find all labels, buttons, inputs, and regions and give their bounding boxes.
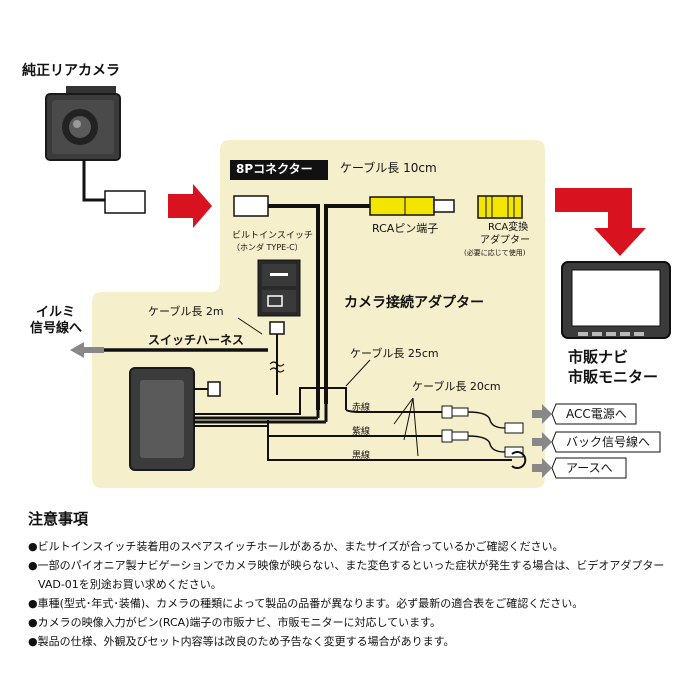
acc-arrow [532, 404, 552, 424]
red-arrow-down [555, 188, 646, 256]
acc-destination: ACC電源へ [566, 407, 627, 421]
monitor-icon [561, 261, 671, 339]
note-line: VAD-01を別途お買い求めください。 [38, 578, 222, 591]
earth-label-box [551, 457, 627, 479]
camera-plug [104, 190, 146, 214]
nav-label-1: 市販ナビ [568, 348, 629, 366]
note-line: ●車種(型式･年式･装備)、カメラの種類によって製品の品番が異なります。必ず最新… [28, 597, 584, 610]
notes-title: 注意事項 [28, 510, 89, 528]
note-line: ●ビルトインスイッチ装着用のスペアスイッチホールがあるか、またサイズが合っている… [28, 540, 564, 553]
rca-converter-note: (必要に応じて使用) [464, 249, 526, 257]
earth-arrow [532, 458, 552, 478]
red-arrow-right [168, 184, 212, 228]
wires-cable-length: ケーブル長 20cm [412, 380, 501, 393]
back-label-box [551, 431, 661, 453]
note-line: ●カメラの映像入力がピン(RCA)端子の市販ナビ、市販モニターに対応しています。 [28, 616, 442, 629]
8p-label-box [230, 160, 328, 180]
earth-destination: アースへ [566, 461, 613, 475]
rca-converter [477, 195, 523, 219]
notes-section: 注意事項 ●ビルトインスイッチ装着用のスペアスイッチホールがあるか、またサイズが… [28, 508, 688, 651]
back-destination: バック信号線へ [566, 435, 651, 449]
wire-red-label: 赤線 [352, 403, 371, 413]
switch-harness-label: スイッチハーネス [148, 333, 245, 347]
adapter-title: カメラ接続アダプター [344, 295, 484, 311]
acc-label-box [551, 403, 637, 425]
rca-pin-label: RCAピン端子 [372, 222, 439, 235]
switch-plug [269, 321, 285, 335]
note-line: ●製品の仕様、外観及びセット内容等は改良のため予告なく変更する場合があります。 [28, 635, 455, 648]
builtin-switch-sub: （ホンダ TYPE-C） [232, 243, 303, 252]
note-line: ●一部のパイオニア製ナビゲーションでカメラ映像が映らない、また変色するといった症… [28, 559, 665, 572]
8p-connector-label: 8Pコネクター [236, 162, 313, 176]
rca-converter-l2: アダプター [480, 235, 530, 246]
rca-pin-plug [369, 196, 435, 216]
illumi-arrow [70, 342, 104, 358]
mid-cable-length: ケーブル長 25cm [350, 347, 439, 360]
illumi-label-1: イルミ [36, 305, 76, 320]
wire-purple-label: 紫線 [352, 427, 371, 437]
top-cable-length: ケーブル長 10cm [340, 161, 437, 175]
illumi-label-2: 信号線へ [30, 321, 83, 336]
back-arrow [532, 432, 552, 452]
8p-plug [233, 195, 269, 217]
camera-title: 純正リアカメラ [22, 63, 120, 79]
nav-label-2: 市販モニター [568, 368, 659, 386]
switch-cable-length: ケーブル長 2m [148, 305, 224, 318]
rear-camera [45, 86, 121, 161]
rca-converter-l1: RCA変換 [488, 222, 529, 233]
builtin-switch-label: ビルトインスイッチ [232, 231, 313, 241]
wire-black-label: 黒線 [352, 451, 371, 461]
